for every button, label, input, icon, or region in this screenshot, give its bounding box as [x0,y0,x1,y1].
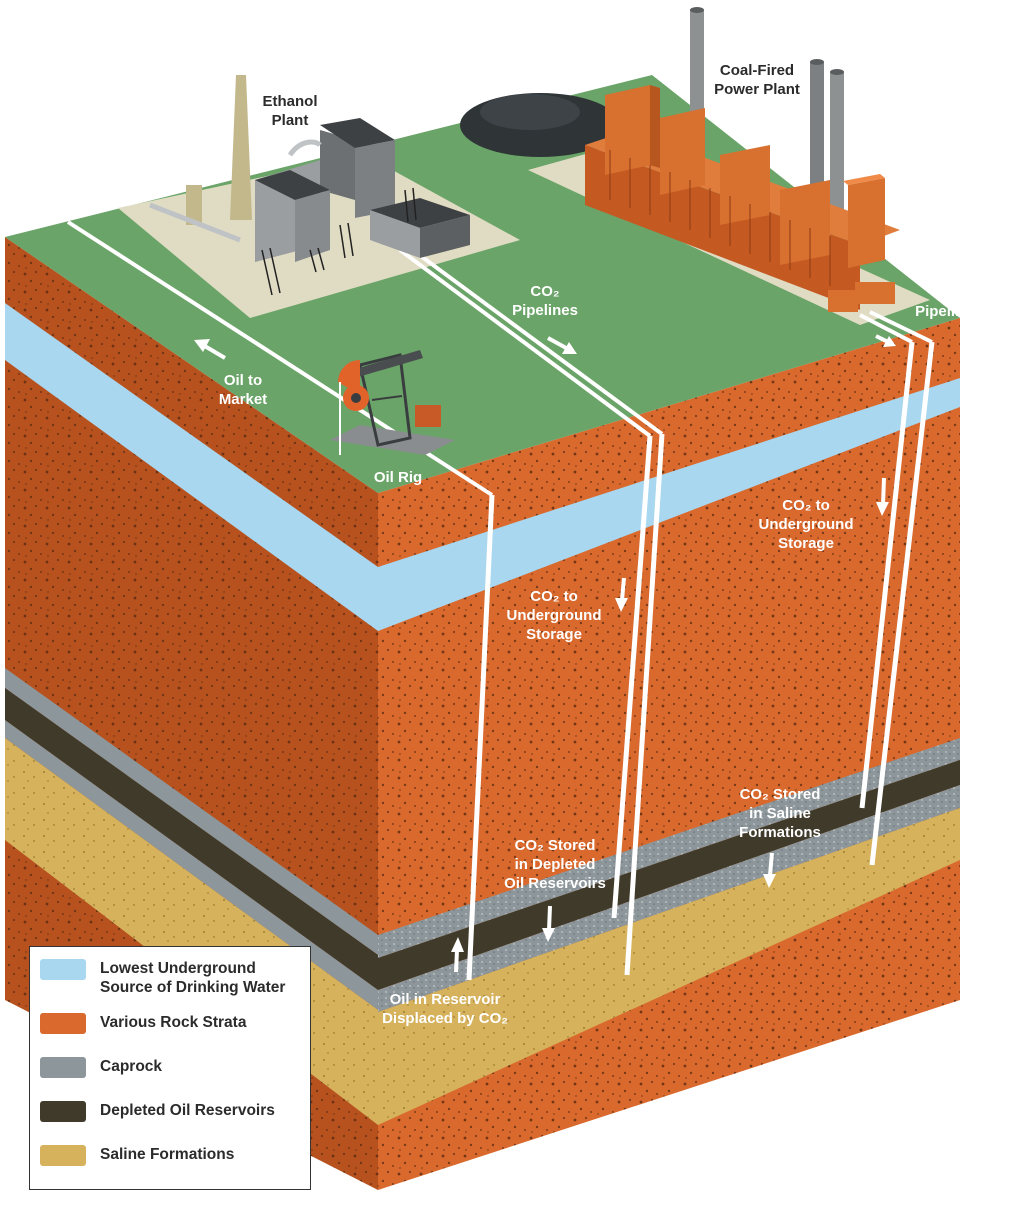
left-water-layer [5,303,378,631]
left-oil-layer [5,688,378,990]
arrow-pipeline-right [875,334,896,347]
legend-swatch-saline [40,1145,86,1166]
coal-power-plant [585,7,900,312]
right-face [378,318,960,1190]
legend-label: Lowest Underground Source of Drinking Wa… [100,960,286,996]
legend-swatch-oil [40,1101,86,1122]
right-oil-layer [378,760,960,990]
arrow-storage-right [876,477,889,516]
left-caprock-lower [5,720,378,1010]
ethanol-plant [149,75,470,296]
legend-swatch-water [40,959,86,980]
legend-item-drinking-water: Lowest Underground Source of Drinking Wa… [40,959,285,997]
legend: Lowest Underground Source of Drinking Wa… [29,946,311,1190]
legend-swatch-caprock [40,1057,86,1078]
smokestack-3 [830,72,844,222]
oil-rig [330,350,455,455]
arrow-pipeline-center [547,336,577,354]
label-oil-rig: Oil Rig [374,469,422,486]
left-caprock-upper [5,668,378,955]
legend-label: Depleted Oil Reservoirs [100,1102,275,1119]
ethanol-silo [186,185,202,225]
smokestack-2 [810,62,824,212]
right-water-layer [378,378,960,631]
legend-item-rock-strata: Various Rock Strata [40,1013,246,1034]
flow-arrows [194,334,896,973]
arrow-saline [763,852,776,888]
arrow-oil-up [451,937,464,973]
legend-label: Various Rock Strata [100,1014,247,1031]
legend-item-caprock: Caprock [40,1057,162,1078]
coal-pile-top [480,94,580,130]
legend-item-oil-reservoirs: Depleted Oil Reservoirs [40,1101,275,1122]
ethanol-ladders [261,187,417,296]
wells [466,341,935,981]
arrow-oil-to-market [194,339,227,360]
legend-label: Caprock [100,1058,163,1075]
legend-item-saline: Saline Formations [40,1145,234,1166]
arrow-storage-center [615,577,628,612]
smokestack-1 [690,10,704,140]
arrow-depleted [542,905,555,942]
ethanol-stack [230,75,252,220]
plant-windows [609,150,831,286]
legend-swatch-rock [40,1013,86,1034]
legend-label: Saline Formations [100,1146,235,1163]
